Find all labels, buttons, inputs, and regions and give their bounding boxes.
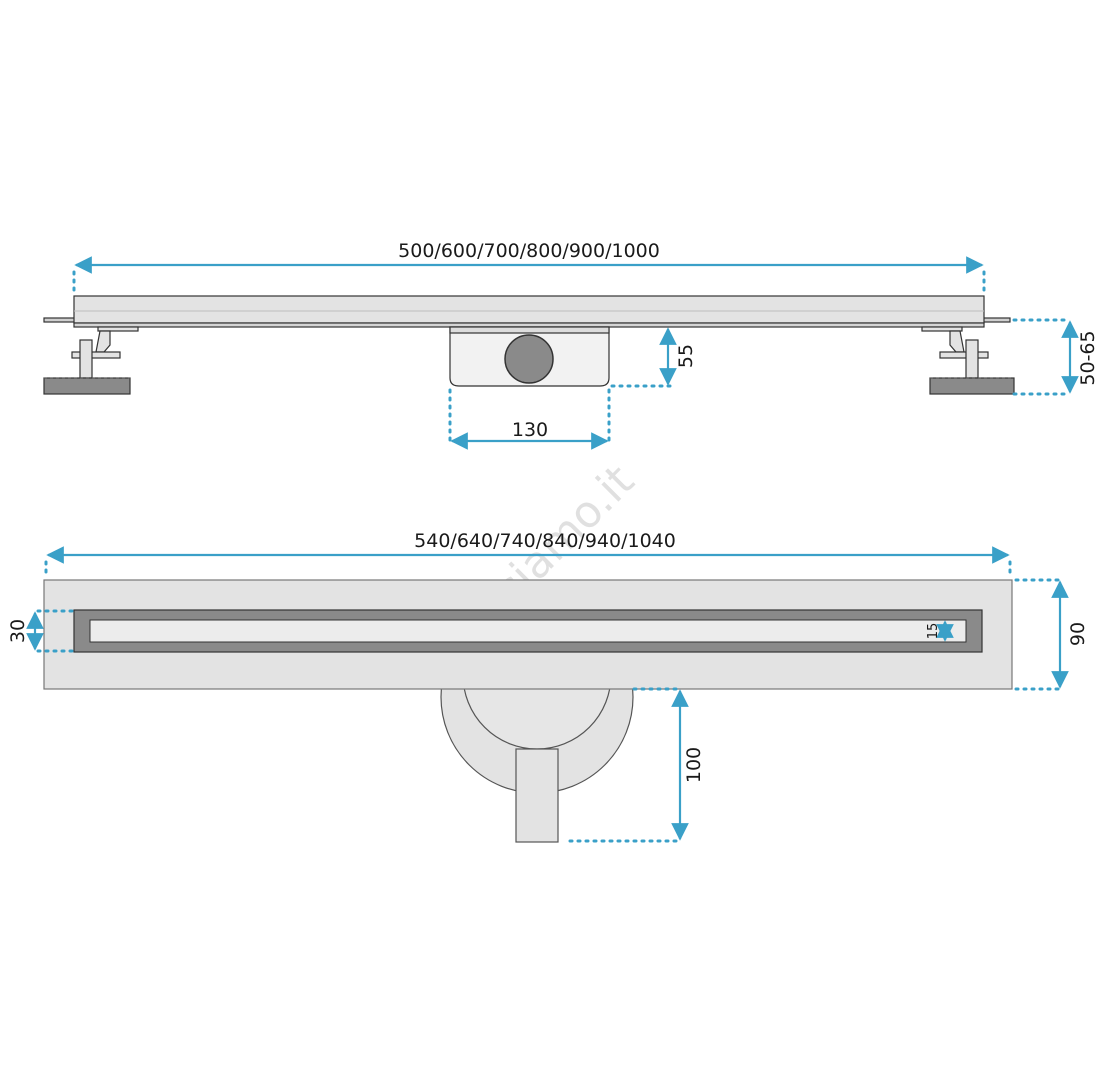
right-leveling-foot <box>921 326 1015 395</box>
length-label: 500/600/700/800/900/1000 <box>398 240 660 262</box>
outlet-box <box>449 326 610 387</box>
outlet-width-label: 130 <box>512 419 548 441</box>
outlet-depth-label: 100 <box>683 747 705 783</box>
top-view: 540/640/740/840/940/1040 30 15 90 100 <box>7 530 1089 843</box>
slot-width-label: 15 <box>926 623 941 640</box>
top-length-label: 540/640/740/840/940/1040 <box>414 530 676 552</box>
left-leveling-foot <box>43 326 139 395</box>
total-height-label: 50-65 <box>1077 330 1099 385</box>
drain-channel-body <box>73 295 985 324</box>
grate-width-label: 30 <box>7 619 29 643</box>
outlet-pipe-opening <box>504 334 554 384</box>
width-label: 90 <box>1067 622 1089 646</box>
grate-slot <box>89 619 967 643</box>
side-view: 500/600/700/800/900/1000 55 130 50-65 <box>43 240 1099 450</box>
outlet-height-label: 55 <box>675 344 697 368</box>
outlet-pipe <box>515 748 559 843</box>
